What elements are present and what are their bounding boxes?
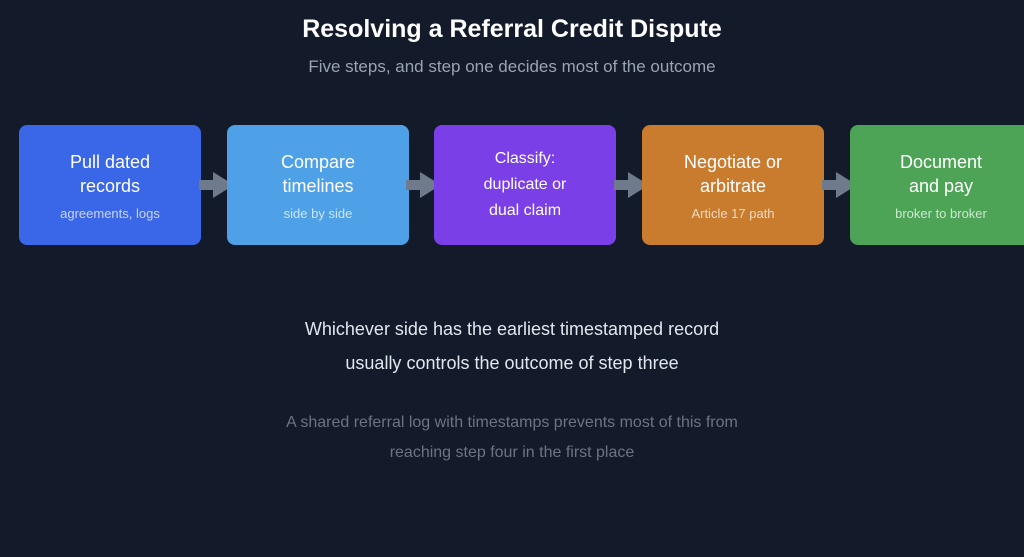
diagram-title: Resolving a Referral Credit Dispute [302,15,722,43]
step-title: Classify: duplicate or dual claim [483,150,567,219]
step-subtitle: broker to broker [895,205,987,221]
step-title: Document and pay [899,151,983,196]
footnote: A shared referral log with timestamps pr… [0,408,1024,468]
key-insight-note: Whichever side has the earliest timestam… [0,312,1024,380]
step-title: Negotiate or arbitrate [683,151,783,196]
step-document-pay: Document and pay broker to broker [850,125,1024,245]
step-subtitle: side by side [283,205,353,221]
step-title: Compare timelines [280,151,356,196]
step-subtitle: agreements, logs [60,205,160,221]
arrow-icon [406,172,441,198]
note-line: usually controls the outcome of step thr… [345,353,679,373]
step-subtitle: Article 17 path [691,205,775,221]
step-pull-records: Pull dated records agreements, logs [19,125,201,245]
step-title: Pull dated records [69,151,151,196]
diagram-subtitle: Five steps, and step one decides most of… [308,57,716,76]
step-negotiate: Negotiate or arbitrate Article 17 path [642,125,824,245]
arrow-icon [822,172,857,198]
step-compare-timelines: Compare timelines side by side [227,125,409,245]
arrow-icon [199,172,234,198]
footnote-line: reaching step four in the first place [389,444,635,461]
step-classify: Classify: duplicate or dual claim [434,125,616,245]
footnote-line: A shared referral log with timestamps pr… [286,414,738,431]
arrow-icon [614,172,649,198]
note-line: Whichever side has the earliest timestam… [304,319,720,339]
